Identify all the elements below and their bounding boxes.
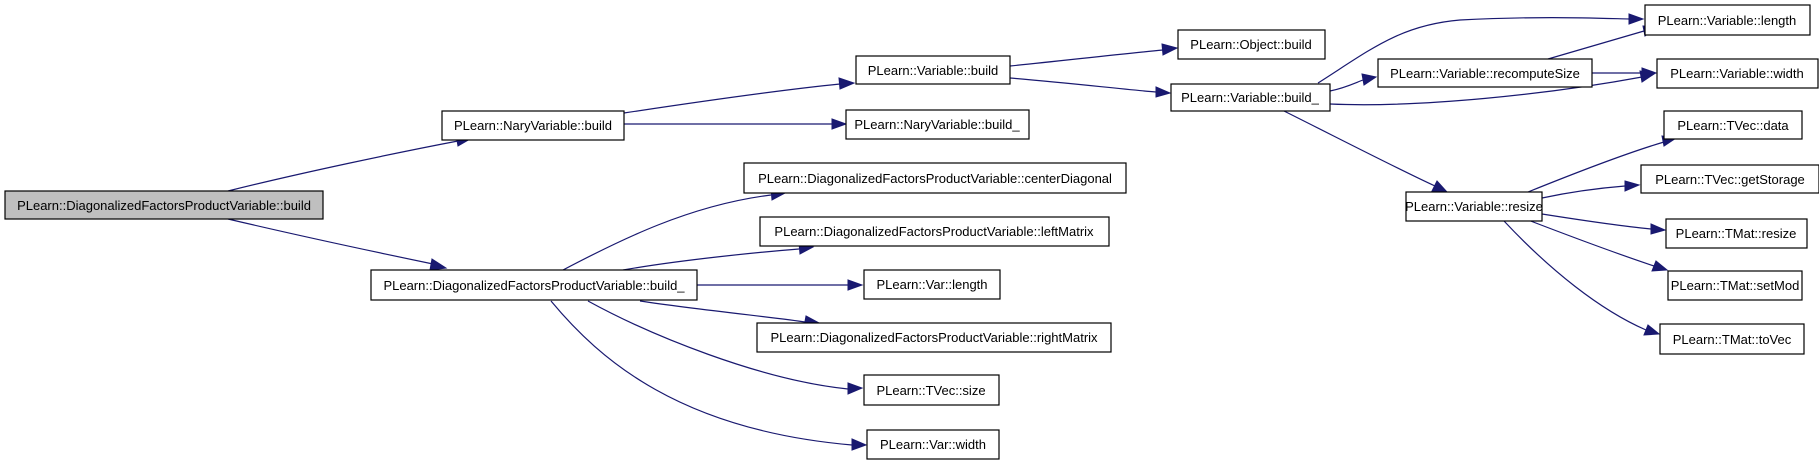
- node-label: PLearn::DiagonalizedFactorsProductVariab…: [17, 198, 311, 213]
- node-label: PLearn::TMat::toVec: [1673, 332, 1792, 347]
- node-variable-build[interactable]: PLearn::Variable::build: [855, 55, 1011, 85]
- node-label: PLearn::DiagonalizedFactorsProductVariab…: [774, 224, 1094, 239]
- node-var-width[interactable]: PLearn::Var::width: [866, 429, 1000, 460]
- edge-dfpv-build-to-dfpv-build-underscore: [227, 218, 448, 271]
- node-label: PLearn::Var::width: [880, 437, 986, 452]
- edge-recompute-size-to-variable-length: [1547, 25, 1659, 60]
- node-right-matrix[interactable]: PLearn::DiagonalizedFactorsProductVariab…: [756, 322, 1112, 353]
- node-label: PLearn::TVec::size: [876, 383, 985, 398]
- node-label: PLearn::Variable::recomputeSize: [1390, 66, 1580, 81]
- node-tvec-data[interactable]: PLearn::TVec::data: [1663, 110, 1803, 140]
- node-label: PLearn::Variable::width: [1670, 66, 1803, 81]
- edge-resize-to-tvec-get-storage: [1541, 180, 1641, 199]
- edge-build-underscore-to-tvec-size: [587, 300, 864, 395]
- edge-variable-build-to-variable-build-underscore: [1009, 77, 1172, 98]
- node-label: PLearn::TVec::data: [1677, 118, 1789, 133]
- edge-build-underscore-to-center-diagonal: [562, 188, 787, 271]
- node-label: PLearn::TMat::setMod: [1671, 278, 1800, 293]
- node-label: PLearn::TMat::resize: [1676, 226, 1797, 241]
- edge-nary-build-to-variable-build: [623, 77, 856, 114]
- edge-build-underscore-to-variable-length: [1317, 13, 1645, 84]
- node-recompute-size[interactable]: PLearn::Variable::recomputeSize: [1377, 58, 1593, 88]
- node-label: PLearn::Variable::build: [868, 63, 999, 78]
- edge-dfpv-build-to-nary-build: [227, 134, 472, 192]
- node-tmat-set-mod[interactable]: PLearn::TMat::setMod: [1667, 270, 1803, 301]
- node-nary-build[interactable]: PLearn::NaryVariable::build: [441, 110, 625, 141]
- edge-resize-to-tmat-to-vec: [1503, 220, 1661, 336]
- edge-build-underscore-to-left-matrix: [622, 242, 815, 271]
- edge-build-underscore-to-var-width: [550, 300, 868, 451]
- edge-resize-to-tmat-set-mod: [1527, 219, 1669, 272]
- node-label: PLearn::NaryVariable::build: [454, 118, 612, 133]
- node-label: PLearn::Variable::length: [1658, 13, 1797, 28]
- node-left-matrix[interactable]: PLearn::DiagonalizedFactorsProductVariab…: [759, 216, 1110, 247]
- node-label: PLearn::Variable::build_: [1181, 90, 1320, 105]
- node-label: PLearn::Var::length: [876, 277, 987, 292]
- node-var-length[interactable]: PLearn::Var::length: [863, 269, 1001, 300]
- node-label: PLearn::TVec::getStorage: [1655, 172, 1805, 187]
- node-tmat-to-vec[interactable]: PLearn::TMat::toVec: [1659, 323, 1805, 355]
- node-label: PLearn::DiagonalizedFactorsProductVariab…: [770, 330, 1098, 345]
- node-label: PLearn::Object::build: [1190, 37, 1311, 52]
- node-dfpv-build[interactable]: PLearn::DiagonalizedFactorsProductVariab…: [4, 190, 324, 220]
- node-object-build[interactable]: PLearn::Object::build: [1177, 29, 1326, 60]
- node-label: PLearn::DiagonalizedFactorsProductVariab…: [383, 278, 685, 293]
- node-variable-resize[interactable]: PLearn::Variable::resize: [1405, 191, 1543, 222]
- node-nary-build-underscore[interactable]: PLearn::NaryVariable::build_: [845, 109, 1030, 140]
- node-center-diagonal[interactable]: PLearn::DiagonalizedFactorsProductVariab…: [743, 162, 1127, 194]
- node-dfpv-build-underscore[interactable]: PLearn::DiagonalizedFactorsProductVariab…: [370, 269, 698, 301]
- node-label: PLearn::DiagonalizedFactorsProductVariab…: [758, 171, 1112, 186]
- node-tvec-size[interactable]: PLearn::TVec::size: [863, 374, 1000, 406]
- node-variable-length[interactable]: PLearn::Variable::length: [1644, 4, 1811, 36]
- edge-nary-build-to-nary-build-underscore: [624, 118, 848, 130]
- node-variable-build-underscore[interactable]: PLearn::Variable::build_: [1170, 83, 1331, 112]
- edge-build-underscore-to-recompute-size: [1329, 73, 1378, 92]
- node-label: PLearn::NaryVariable::build_: [854, 117, 1020, 132]
- node-tvec-get-storage[interactable]: PLearn::TVec::getStorage: [1640, 164, 1819, 194]
- edge-resize-to-tmat-resize: [1541, 213, 1667, 235]
- edge-build-underscore-to-var-length: [697, 279, 864, 291]
- node-tmat-resize[interactable]: PLearn::TMat::resize: [1665, 218, 1808, 249]
- edge-build-underscore-to-variable-resize: [1283, 110, 1449, 193]
- node-label: PLearn::Variable::resize: [1405, 199, 1543, 214]
- edge-variable-build-to-object-build: [1009, 43, 1179, 67]
- edge-recompute-size-to-variable-width: [1592, 67, 1658, 79]
- node-variable-width[interactable]: PLearn::Variable::width: [1656, 58, 1819, 89]
